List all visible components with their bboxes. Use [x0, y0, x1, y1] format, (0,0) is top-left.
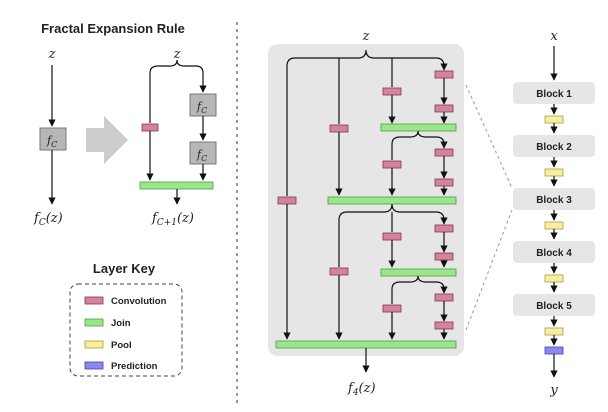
pool-layer	[544, 274, 564, 283]
block-2-label: Block 2	[536, 142, 572, 153]
zoom-connector-bottom	[465, 209, 513, 331]
key-label-prediction: Prediction	[111, 361, 158, 372]
block-1	[513, 82, 595, 104]
block-4-label: Block 4	[536, 248, 572, 259]
conv-layer	[382, 232, 402, 241]
conv-layer	[434, 321, 454, 330]
pool-layer	[544, 221, 564, 230]
input-z-middle: z	[362, 29, 370, 44]
key-swatch-convolution	[84, 296, 104, 305]
fractal-f4-panel: z	[268, 29, 513, 398]
block-1-label: Block 1	[536, 89, 572, 100]
fc-block	[39, 127, 67, 151]
block-4	[513, 241, 595, 263]
output-fc1-z: fC+1(z)	[151, 211, 194, 228]
pool-layer	[544, 115, 564, 124]
conv-layer	[434, 104, 454, 113]
join-layer	[139, 181, 214, 190]
zoom-connector-top	[465, 84, 513, 189]
layer-key: Layer Key Convolution Join Pool Predicti…	[69, 261, 183, 377]
key-swatch-pool	[84, 340, 104, 349]
conv-layer	[434, 178, 454, 187]
prediction-layer	[544, 346, 564, 355]
fc-block-label: fC	[196, 148, 207, 163]
block-5-label: Block 5	[536, 301, 572, 312]
network-panel: x Block 1 Block 2 Block 3 Block 4 Block …	[513, 29, 595, 398]
layer-key-title: Layer Key	[93, 261, 156, 276]
pool-layer	[544, 327, 564, 336]
conv-layer	[434, 70, 454, 79]
key-swatch-join	[84, 318, 104, 327]
input-z-right: z	[173, 47, 181, 62]
input-z-left: z	[48, 47, 56, 62]
key-label-join: Join	[111, 318, 131, 329]
join-layer	[275, 340, 457, 349]
conv-layer	[277, 196, 297, 205]
conv-layer	[382, 87, 402, 96]
conv-layer	[434, 293, 454, 302]
key-swatch-prediction	[84, 361, 104, 370]
join-layer	[380, 268, 457, 277]
split-brace	[338, 203, 445, 221]
pool-layer	[544, 168, 564, 177]
split-brace	[286, 49, 445, 67]
fc-block-label: fC	[46, 134, 57, 149]
conv-layer	[382, 304, 402, 313]
fc-block-label: fC	[196, 100, 207, 115]
split-brace	[149, 59, 204, 74]
block-5	[513, 294, 595, 316]
key-label-pool: Pool	[111, 340, 132, 351]
conv-layer	[434, 252, 454, 261]
split-brace	[391, 275, 445, 290]
expansion-arrow-icon	[86, 116, 128, 164]
join-layer	[380, 123, 457, 132]
block-2	[513, 135, 595, 157]
network-output-y: y	[549, 383, 558, 398]
block-3	[513, 188, 595, 210]
expansion-rule-title: Fractal Expansion Rule	[41, 21, 185, 36]
conv-layer	[141, 123, 159, 132]
expansion-rule-panel: Fractal Expansion Rule z fC fC(z) z fC f…	[33, 21, 217, 228]
join-layer	[327, 196, 457, 205]
block-3-label: Block 3	[536, 195, 572, 206]
output-fc-z: fC(z)	[33, 211, 63, 228]
conv-layer	[434, 224, 454, 233]
conv-layer	[434, 148, 454, 157]
conv-layer	[329, 124, 349, 133]
split-brace	[391, 130, 445, 145]
output-f4-z: f4(z)	[347, 381, 376, 398]
conv-layer	[329, 267, 349, 276]
layer-key-frame	[69, 283, 183, 377]
conv-layer	[382, 160, 402, 169]
network-input-x: x	[550, 29, 558, 44]
key-label-convolution: Convolution	[111, 296, 167, 307]
